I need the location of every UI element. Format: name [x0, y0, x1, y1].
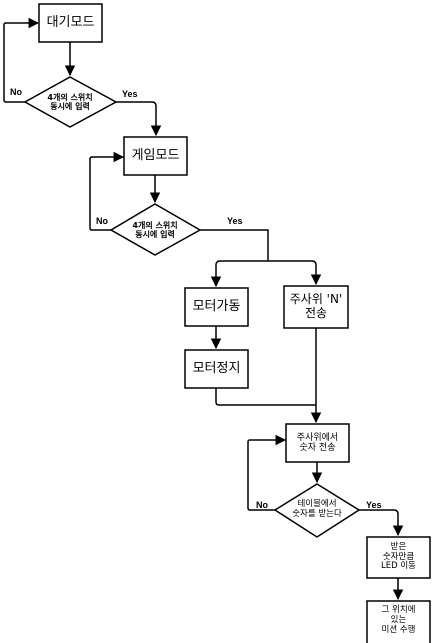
edge-decision3-no-loop	[247, 434, 287, 511]
move-led-label: 받은 숫자만큼 LED 이동	[381, 541, 416, 572]
standby-mode-label: 대기모드	[46, 14, 95, 30]
decision-table-receive-label: 테이블에서 숫자를 받는다	[292, 499, 342, 519]
move-led-box	[366, 536, 431, 579]
edge-split-right	[268, 260, 322, 286]
edge-decision3-yes	[359, 509, 404, 537]
edge-split-left	[210, 260, 268, 288]
yes-label-2: Yes	[227, 216, 243, 226]
game-mode-box	[123, 136, 188, 176]
no-label-3: No	[256, 500, 268, 510]
edge-motor-stop-merge	[215, 388, 316, 406]
send-dice-n-label: 주사위 'N' 전송	[289, 292, 343, 320]
decision-switch-2-label: 4개의 스위치 동시에 입력	[132, 220, 178, 239]
decision-table-receive-diamond	[273, 483, 361, 538]
motor-run-box	[184, 287, 249, 327]
edge-decision1-no-loop	[3, 17, 40, 103]
no-label-1: No	[10, 87, 22, 97]
decision-switch-2-diamond	[109, 203, 202, 256]
edge-decision2-yes	[200, 229, 269, 261]
motor-stop-box	[184, 349, 249, 389]
edge-decision2-no-loop	[89, 151, 125, 231]
yes-label-3: Yes	[366, 500, 382, 510]
decision-switch-1-label: 4개의 스위치 동시에 입력	[47, 92, 93, 111]
dice-send-number-label: 주사위에서 숫자 전송	[296, 432, 339, 453]
motor-stop-label: 모터정지	[192, 360, 241, 376]
motor-run-label: 모터가동	[192, 298, 241, 314]
yes-label-1: Yes	[122, 89, 138, 99]
edge-decision1-yes	[116, 101, 162, 137]
mission-label: 그 위치에 있는 미션 수행	[381, 605, 416, 635]
no-label-2: No	[96, 216, 108, 226]
mission-box	[366, 600, 431, 643]
decision-switch-1-diamond	[23, 76, 118, 128]
game-mode-label: 게임모드	[131, 147, 180, 163]
